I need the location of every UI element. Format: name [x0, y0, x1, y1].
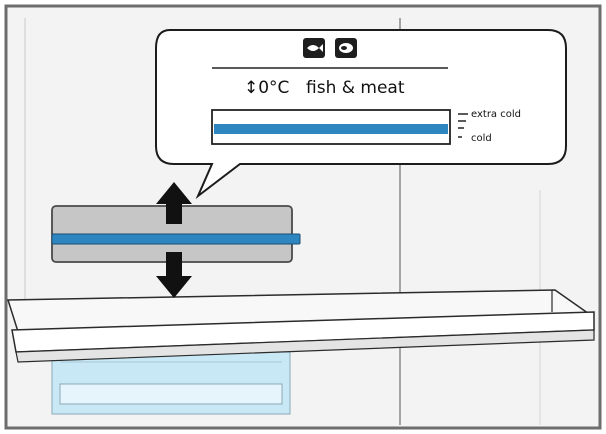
glass-shelf — [6, 289, 595, 363]
up-arrow-icon[interactable] — [156, 182, 192, 224]
temperature-scale — [211, 109, 468, 145]
down-arrow-icon[interactable] — [156, 252, 192, 298]
mode-label: fish & meat — [306, 78, 405, 98]
fish-icon — [303, 38, 325, 58]
scale-indicator-bar — [214, 124, 448, 134]
scale-label-extra-cold: extra cold — [471, 109, 521, 120]
meat-icon — [335, 38, 357, 58]
temperature-readout: ↕0°C — [244, 78, 289, 98]
crisper-drawer — [51, 351, 291, 415]
scale-label-cold: cold — [471, 133, 492, 144]
panel-slider-bar[interactable] — [51, 233, 301, 245]
